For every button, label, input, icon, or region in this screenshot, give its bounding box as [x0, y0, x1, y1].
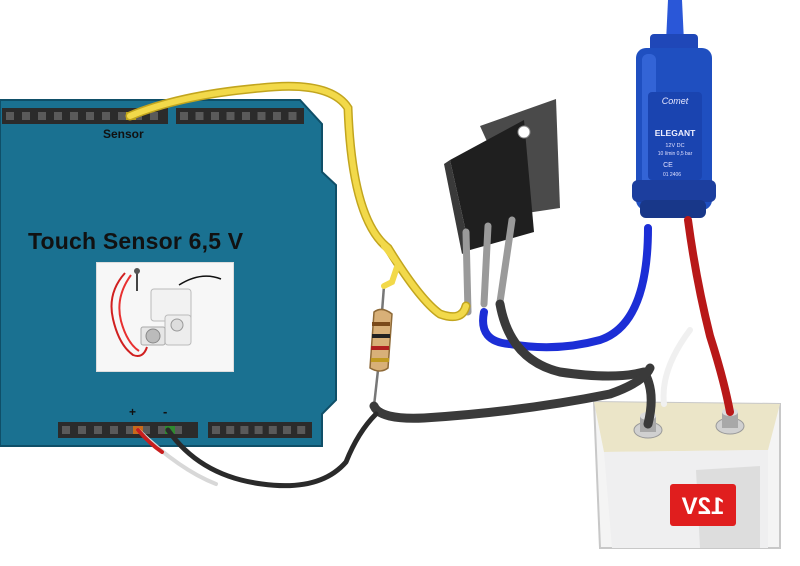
header-pin: [142, 426, 150, 434]
plus-pin-label: +: [129, 405, 137, 419]
header-pin: [150, 112, 158, 120]
header-pin: [78, 426, 86, 434]
header-pin: [126, 426, 134, 434]
battery-12v: 12V: [592, 400, 781, 549]
pump-voltage: 12V DC: [665, 143, 684, 149]
water-pump: Comet ELEGANT 12V DC 10 l/min 0,5 bar CE…: [632, 0, 716, 218]
header-pin: [174, 426, 182, 434]
battery-label-plate: [670, 484, 736, 526]
header-pin: [70, 112, 78, 120]
header-pin: [257, 112, 266, 120]
pump-marks: CE: [663, 162, 673, 169]
wire-pump-negative-blue: [479, 224, 652, 352]
header-pin: [288, 112, 297, 120]
header-pin: [38, 112, 46, 120]
header-pin: [94, 426, 102, 434]
resistor: [369, 285, 393, 407]
header-pin: [212, 426, 220, 434]
header-pin: [102, 112, 110, 120]
header-pin: [62, 426, 70, 434]
top-pin-header-right: [176, 108, 304, 124]
header-pin: [6, 112, 14, 120]
minus-pin-label: -: [163, 404, 168, 419]
header-pin: [118, 112, 126, 120]
header-pin: [22, 112, 30, 120]
header-pin: [158, 426, 166, 434]
mosfet-transistor: [444, 99, 560, 316]
wire-pump-positive-red: [660, 216, 734, 416]
pump-logo: Comet: [662, 96, 689, 106]
header-pin: [242, 112, 250, 120]
header-pin: [273, 112, 281, 120]
mosfet-mount-hole: [517, 125, 531, 139]
header-pin: [297, 426, 306, 434]
board-title: Touch Sensor 6,5 V: [28, 228, 244, 254]
pump-spec: 10 l/min 0,5 bar: [658, 151, 693, 157]
header-pin: [226, 426, 235, 434]
header-pin: [268, 426, 277, 434]
header-pin: [54, 112, 62, 120]
header-pin: [180, 112, 188, 120]
sensor-pin-label: Sensor: [103, 127, 144, 141]
wire-signal-yellow: [125, 81, 471, 322]
header-pin: [86, 112, 94, 120]
touch-sensor-photo: [96, 262, 234, 372]
header-pin: [283, 426, 291, 434]
pump-brand: ELEGANT: [655, 128, 696, 138]
header-pin: [226, 112, 235, 120]
header-pin: [110, 426, 118, 434]
header-pin: [240, 426, 249, 434]
header-pin: [254, 426, 263, 434]
wire-ground-black: [136, 299, 656, 489]
battery-label: 12V: [682, 493, 725, 520]
header-pin: [211, 112, 219, 120]
header-pin: [195, 112, 204, 120]
pump-model: 01 2406: [663, 172, 681, 178]
